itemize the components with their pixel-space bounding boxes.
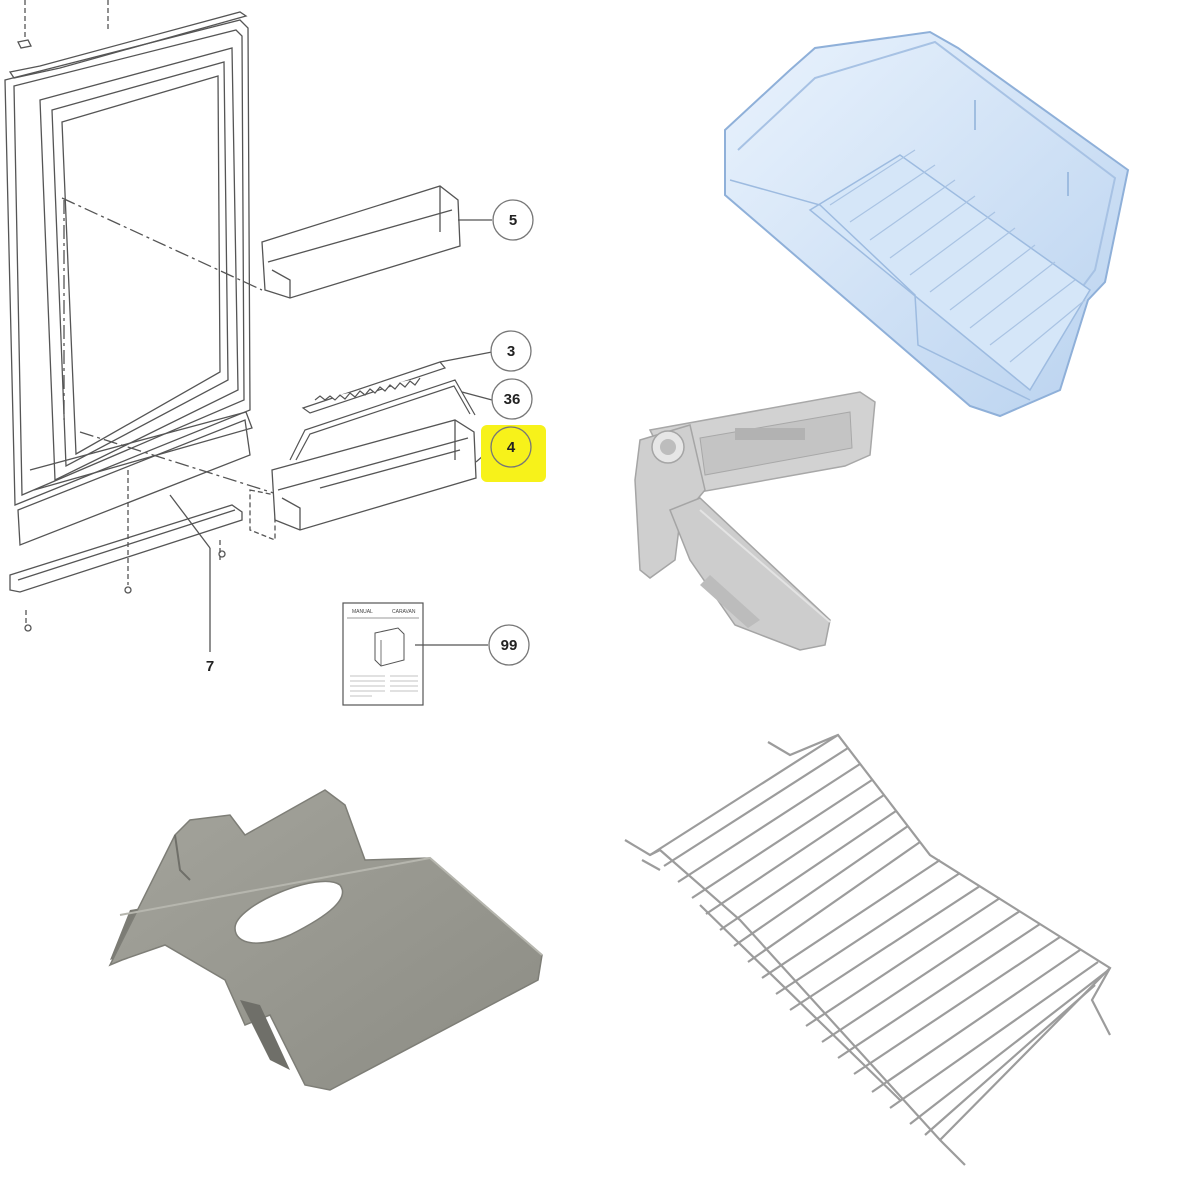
part-7-label: 7: [206, 658, 214, 675]
callout-label-4: 4: [507, 439, 516, 456]
callout-circle-5: [492, 199, 534, 241]
grey-clip-image: [108, 789, 543, 1091]
manual-right-heading: CARAVAN: [392, 609, 416, 615]
manual-part-99: [342, 602, 424, 706]
callout-label-5: 5: [509, 212, 517, 229]
callout-label-99: 99: [501, 637, 518, 654]
door-bin-5: [261, 185, 461, 299]
callout-circle-3: [490, 330, 532, 372]
callout-label-3: 3: [507, 343, 515, 360]
wire-shelf-image: [624, 733, 1112, 1166]
clear-crisper-bin-image: [724, 30, 1130, 418]
callout-circle-4: [490, 426, 532, 468]
hinge-bracket-image: [634, 391, 876, 651]
manual-left-heading: MANUAL: [352, 609, 373, 615]
door-exploded-view: [4, 0, 281, 652]
door-bin-4: [271, 419, 477, 531]
callout-circle-99: [488, 624, 530, 666]
wire-rail-36: [289, 379, 476, 461]
callout-circle-36: [491, 378, 533, 420]
callout-label-36: 36: [504, 391, 521, 408]
callouts: 5 3 36 4 99: [488, 199, 534, 666]
rail-part-3: [301, 361, 447, 414]
